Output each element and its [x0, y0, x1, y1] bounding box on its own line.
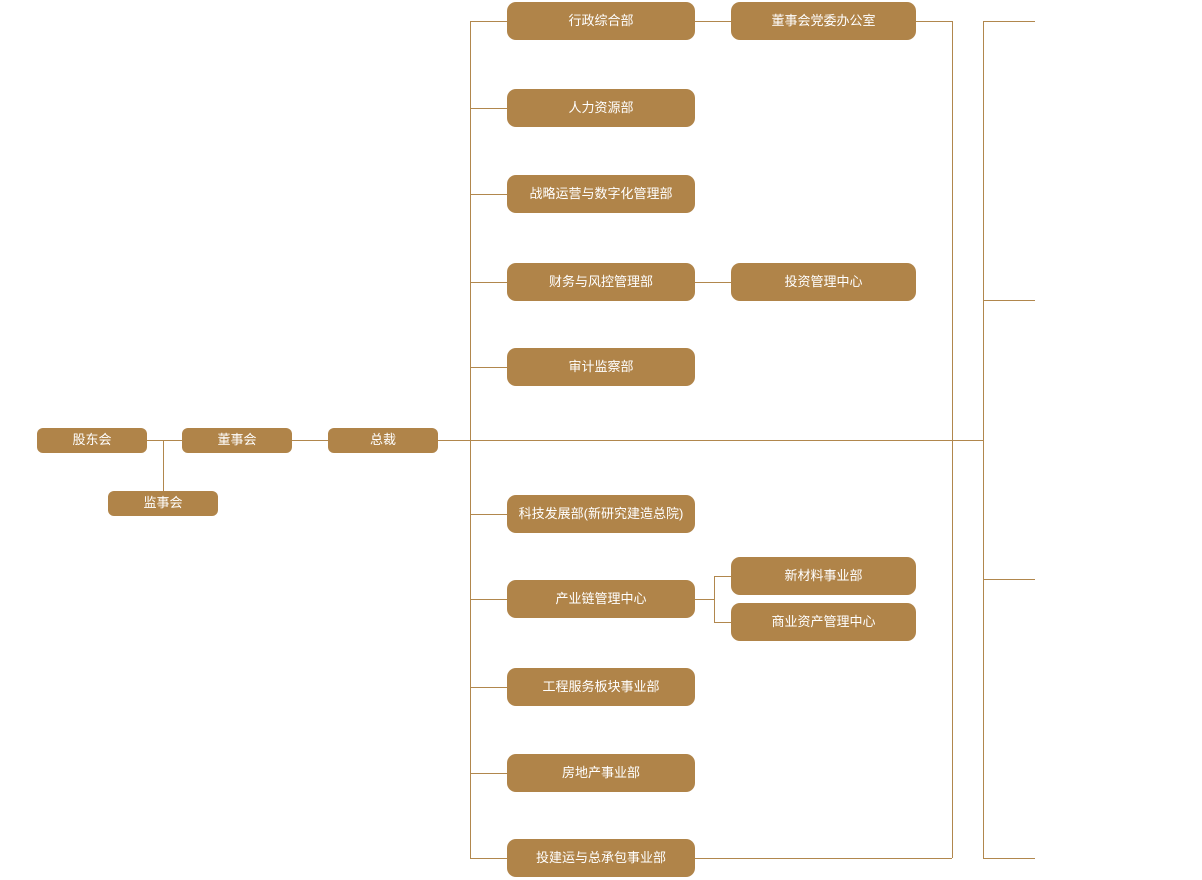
org-node-president: 总裁 [328, 428, 438, 453]
connector-stub [470, 514, 507, 515]
connector-right-stub [983, 21, 1035, 22]
connector-fork-new-materials [714, 576, 731, 577]
connector-stub [470, 367, 507, 368]
connector-right-bracket-outer [983, 21, 984, 858]
connector-right-stub [983, 579, 1035, 580]
connector-left-spine [470, 21, 471, 858]
connector-admin-party-office [695, 21, 731, 22]
connector-stub [470, 282, 507, 283]
connector-stub [470, 108, 507, 109]
connector-president-trunk [437, 440, 983, 441]
connector-stub [470, 194, 507, 195]
connector-right-bracket-inner [952, 21, 953, 858]
org-node-investment-construction-div: 投建运与总承包事业部 [507, 839, 695, 877]
connector-industry-fork [695, 599, 714, 600]
org-node-finance-risk-dept: 财务与风控管理部 [507, 263, 695, 301]
connector-bottom-right [695, 858, 952, 859]
connector-right-stub [983, 300, 1035, 301]
connector-right-stub [983, 858, 1035, 859]
org-node-engineering-services-div: 工程服务板块事业部 [507, 668, 695, 706]
org-node-industry-chain-center: 产业链管理中心 [507, 580, 695, 618]
connector-board-president [291, 440, 328, 441]
org-node-investment-management-center: 投资管理中心 [731, 263, 916, 301]
connector-stub [470, 858, 507, 859]
org-node-supervisory-board: 监事会 [108, 491, 218, 516]
connector-fork-commercial-assets [714, 622, 731, 623]
org-node-administrative-general-dept: 行政综合部 [507, 2, 695, 40]
connector-stub [470, 599, 507, 600]
connector-finance-investment [695, 282, 731, 283]
org-node-real-estate-div: 房地产事业部 [507, 754, 695, 792]
org-node-strategy-digital-dept: 战略运营与数字化管理部 [507, 175, 695, 213]
org-node-audit-supervision-dept: 审计监察部 [507, 348, 695, 386]
org-node-tech-development-dept: 科技发展部(新研究建造总院) [507, 495, 695, 533]
connector-stub [470, 773, 507, 774]
connector-supervisory-drop [163, 440, 164, 491]
connector-industry-fork-vertical [714, 576, 715, 622]
org-node-board-of-directors: 董事会 [182, 428, 292, 453]
org-node-human-resources-dept: 人力资源部 [507, 89, 695, 127]
org-node-new-materials-div: 新材料事业部 [731, 557, 916, 595]
connector-shareholders-board [147, 440, 182, 441]
connector-stub [470, 21, 507, 22]
org-node-board-party-office: 董事会党委办公室 [731, 2, 916, 40]
connector-party-office-right [916, 21, 952, 22]
org-node-commercial-assets-center: 商业资产管理中心 [731, 603, 916, 641]
connector-stub [470, 687, 507, 688]
org-node-shareholders-meeting: 股东会 [37, 428, 147, 453]
